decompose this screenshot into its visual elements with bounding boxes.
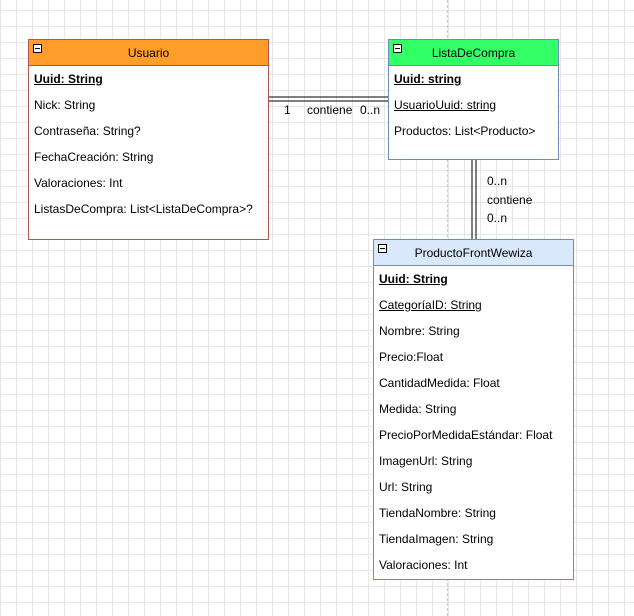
- association-label-lista-producto: contiene: [487, 193, 533, 207]
- class-header-usuario[interactable]: Usuario: [29, 40, 268, 66]
- class-usuario[interactable]: Usuario Uuid: String Nick: String Contra…: [28, 39, 269, 240]
- collapse-icon[interactable]: [393, 44, 402, 53]
- collapse-icon[interactable]: [33, 44, 42, 53]
- attribute-productos[interactable]: Productos: List<Producto>: [394, 124, 536, 138]
- association-line-lista-producto[interactable]: [471, 159, 477, 240]
- attribute-nombre[interactable]: Nombre: String: [379, 324, 460, 338]
- class-name-producto-front-wewiza: ProductoFrontWewiza: [414, 246, 533, 260]
- collapse-icon[interactable]: [378, 244, 387, 253]
- class-header-producto-front-wewiza[interactable]: ProductoFrontWewiza: [374, 240, 573, 266]
- class-name-lista-de-compra: ListaDeCompra: [431, 46, 516, 60]
- class-header-lista-de-compra[interactable]: ListaDeCompra: [389, 40, 558, 66]
- attribute-valoraciones[interactable]: Valoraciones: Int: [379, 558, 468, 572]
- attribute-listas-de-compra[interactable]: ListasDeCompra: List<ListaDeCompra>?: [34, 202, 253, 216]
- association-line-usuario-lista[interactable]: [269, 96, 389, 102]
- association-label-usuario-lista: contiene: [307, 103, 353, 117]
- attribute-tienda-nombre[interactable]: TiendaNombre: String: [379, 506, 496, 520]
- attribute-medida[interactable]: Medida: String: [379, 402, 457, 416]
- attribute-nick[interactable]: Nick: String: [34, 98, 96, 112]
- attribute-imagen-url[interactable]: ImagenUrl: String: [379, 454, 473, 468]
- attribute-cantidad-medida[interactable]: CantidadMedida: Float: [379, 376, 500, 390]
- attribute-uuid[interactable]: Uuid: String: [34, 72, 103, 86]
- class-name-usuario: Usuario: [127, 46, 170, 60]
- multiplicity-usuario-side: 1: [284, 103, 291, 117]
- attribute-url[interactable]: Url: String: [379, 480, 433, 494]
- attribute-tienda-imagen[interactable]: TiendaImagen: String: [379, 532, 494, 546]
- class-lista-de-compra[interactable]: ListaDeCompra Uuid: string UsuarioUuid: …: [388, 39, 559, 160]
- attribute-categoria-id[interactable]: CategoríaID: String: [379, 298, 482, 312]
- attribute-precio[interactable]: Precio:Float: [379, 350, 444, 364]
- multiplicity-lista-source: 0..n: [487, 174, 508, 188]
- attribute-valoraciones[interactable]: Valoraciones: Int: [34, 176, 123, 190]
- attribute-uuid[interactable]: Uuid: string: [394, 72, 462, 86]
- class-producto-front-wewiza[interactable]: ProductoFrontWewiza Uuid: String Categor…: [373, 239, 574, 580]
- attribute-fecha-creacion[interactable]: FechaCreación: String: [34, 150, 154, 164]
- attribute-usuario-uuid[interactable]: UsuarioUuid: string: [394, 98, 497, 112]
- attribute-precio-por-medida-estandar[interactable]: PrecioPorMedidaEstándar: Float: [379, 428, 553, 442]
- multiplicity-lista-side: 0..n: [360, 103, 381, 117]
- attribute-contrasena[interactable]: Contraseña: String?: [34, 124, 141, 138]
- attribute-uuid[interactable]: Uuid: String: [379, 272, 448, 286]
- multiplicity-producto-target: 0..n: [487, 211, 508, 225]
